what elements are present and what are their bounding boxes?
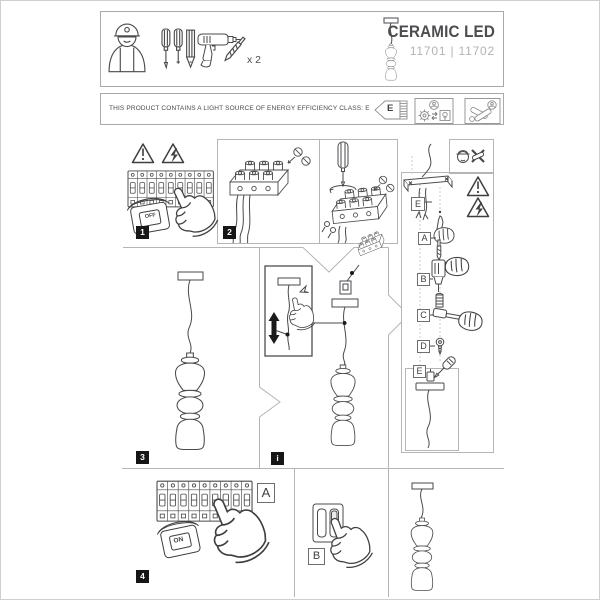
panel-info [264,230,386,446]
step-badge-1: 1 [136,226,149,239]
energy-banner-icons [374,98,501,124]
step-badge-3: 3 [136,451,149,464]
cursor-arrow-icon [298,284,309,293]
installer-icon [108,23,146,73]
pendant-lamp-drawing-2 [330,364,356,446]
power-label-breaker: A [257,483,275,503]
screw-drawing [430,337,445,356]
bit-drawing [436,239,442,262]
screwdriver-drawing [329,141,357,194]
header-art [108,17,399,81]
up-down-arrow-icon [268,312,280,344]
panel-step1 [125,143,223,244]
pendant-cable [187,279,193,354]
mount-label-e-bottom: E [413,365,426,378]
panel-wall-switch [312,503,378,575]
energy-label-arrow-icon [374,100,408,120]
safety-icons [456,149,485,163]
panel-frames [122,139,504,597]
pendant-lamp-drawing [174,352,206,451]
drill-icon [197,33,242,68]
info-badge: i [271,452,284,465]
drill-bit-quantity: x 2 [247,54,262,66]
instruction-diagram [122,139,504,597]
terminal-block-drawing [230,161,288,195]
canopy-drawing [331,298,359,308]
panel-step2 [230,141,395,244]
pendant-lamp-drawing-3 [410,517,434,591]
wires-2 [337,225,347,244]
serviceable-parts-icon [464,98,501,124]
mount-label-a: A [418,232,431,245]
model-numbers: 11701 | 11702 [409,44,495,58]
header-box: CERAMIC LED 11701 | 11702 x 2 [100,11,504,87]
ceiling-plate [177,271,204,281]
energy-banner: THIS PRODUCT CONTAINS A LIGHT SOURCE OF … [100,93,504,125]
power-label-wall-switch: B [308,548,325,565]
step-badge-2: 2 [223,226,236,239]
mount-label-e-top: E [411,197,425,211]
drill-vertical-drawing [430,256,470,292]
wall-plug-drawing [435,293,444,308]
pendant-mini-icon [383,17,399,81]
drill-bit-icon [224,36,246,62]
terminal-screws-icon [287,147,311,166]
mounting-column [403,143,490,449]
mount-label-c: C [417,309,430,322]
ceiling-bracket-drawing [403,143,453,221]
energy-class-letter: E [387,103,394,114]
mount-label-d: D [417,340,430,353]
step-badge-4: 4 [136,570,149,583]
hammer-drawing [432,307,485,333]
product-title: CERAMIC LED [387,23,495,41]
energy-banner-text: THIS PRODUCT CONTAINS A LIGHT SOURCE OF … [109,105,370,112]
replaceable-light-source-icon [414,98,454,124]
mark-point-drawing [431,210,455,244]
panel-step3 [174,271,206,451]
screwdriver-angled-drawing [433,356,456,379]
screwdrivers-pencil-icon [161,28,196,70]
mount-label-b: B [417,273,430,286]
panel-finished [410,482,434,591]
mounted-canopy-drawing [415,369,445,449]
terminal-block-drawing-2 [330,186,388,224]
